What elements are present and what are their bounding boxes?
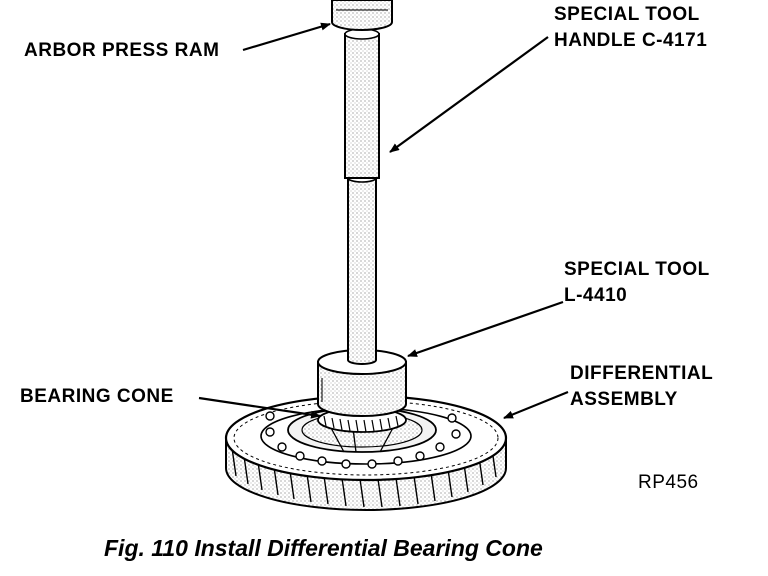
arrow-arbor-press-ram xyxy=(242,22,331,52)
figure-caption: Fig. 110 Install Differential Bearing Co… xyxy=(104,535,543,561)
special-tool-handle-c-4171 xyxy=(344,28,380,365)
label-bearing-cone: BEARING CONE xyxy=(20,386,174,407)
label-arbor-press-ram: ARBOR PRESS RAM xyxy=(24,40,220,61)
label-special-tool-handle-line2: HANDLE C-4171 xyxy=(554,30,708,51)
arrow-handle-c-4171 xyxy=(389,36,549,153)
arrow-bearing-cone xyxy=(198,396,321,419)
arbor-press-ram xyxy=(331,0,393,31)
leader-arrows xyxy=(198,22,569,420)
label-special-tool-l4410-line2: L-4410 xyxy=(564,285,628,306)
arrow-differential-assembly xyxy=(503,390,569,420)
figure-code: RP456 xyxy=(638,472,699,493)
differential-assembly xyxy=(224,394,508,511)
label-differential-line2: ASSEMBLY xyxy=(570,389,678,410)
label-differential-line1: DIFFERENTIAL xyxy=(570,363,714,384)
gear-teeth xyxy=(231,447,497,508)
label-special-tool-handle-line1: SPECIAL TOOL xyxy=(554,4,700,25)
label-special-tool-l4410-line1: SPECIAL TOOL xyxy=(564,259,710,280)
arrow-tool-l-4410 xyxy=(407,300,564,358)
bolt-holes xyxy=(265,411,461,469)
